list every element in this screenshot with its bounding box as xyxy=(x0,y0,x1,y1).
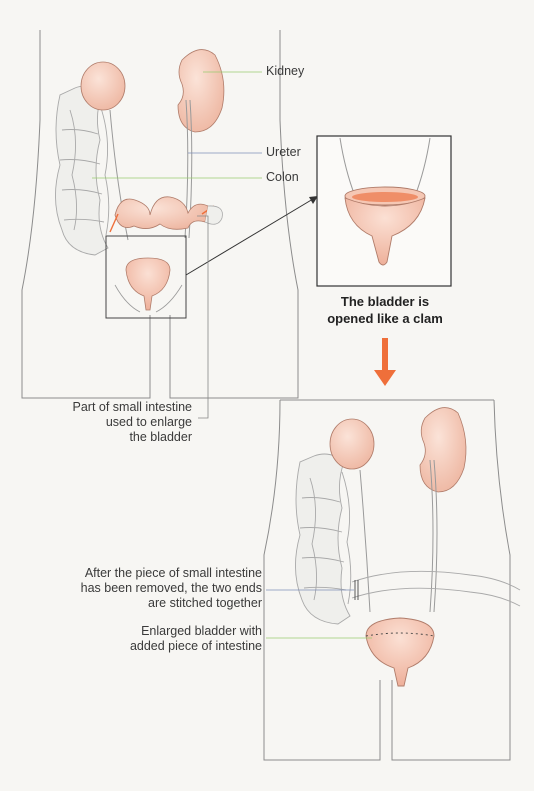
top-kidneys xyxy=(80,49,225,133)
label-stitched-ends: After the piece of small intestine has b… xyxy=(80,566,262,610)
label-enlarged-bladder: Enlarged bladder with added piece of int… xyxy=(129,624,262,653)
down-arrow xyxy=(374,338,396,386)
bottom-leader-lines xyxy=(266,589,372,639)
bottom-ureters xyxy=(359,459,438,613)
bottom-enlarged-bladder xyxy=(365,617,435,687)
label-kidney: Kidney xyxy=(266,64,305,78)
zoom-bladder-open xyxy=(339,137,431,266)
bottom-body-outline xyxy=(263,399,511,761)
label-ureter: Ureter xyxy=(266,145,301,159)
bottom-colon xyxy=(295,453,352,625)
small-intestine-leader xyxy=(197,215,209,419)
bottom-kidneys xyxy=(329,407,467,493)
top-colon xyxy=(55,85,110,256)
label-small-intestine: Part of small intestine used to enlarge … xyxy=(72,400,193,444)
label-colon: Colon xyxy=(266,170,299,184)
caption-bladder-opened: The bladder is opened like a clam xyxy=(327,294,443,326)
top-body-outline xyxy=(21,30,299,399)
bottom-stitched-intestine xyxy=(351,570,521,607)
top-bladder xyxy=(114,257,183,313)
bladder-inset-box xyxy=(105,235,187,319)
top-leader-lines xyxy=(92,71,262,179)
top-small-intestine xyxy=(109,196,223,233)
